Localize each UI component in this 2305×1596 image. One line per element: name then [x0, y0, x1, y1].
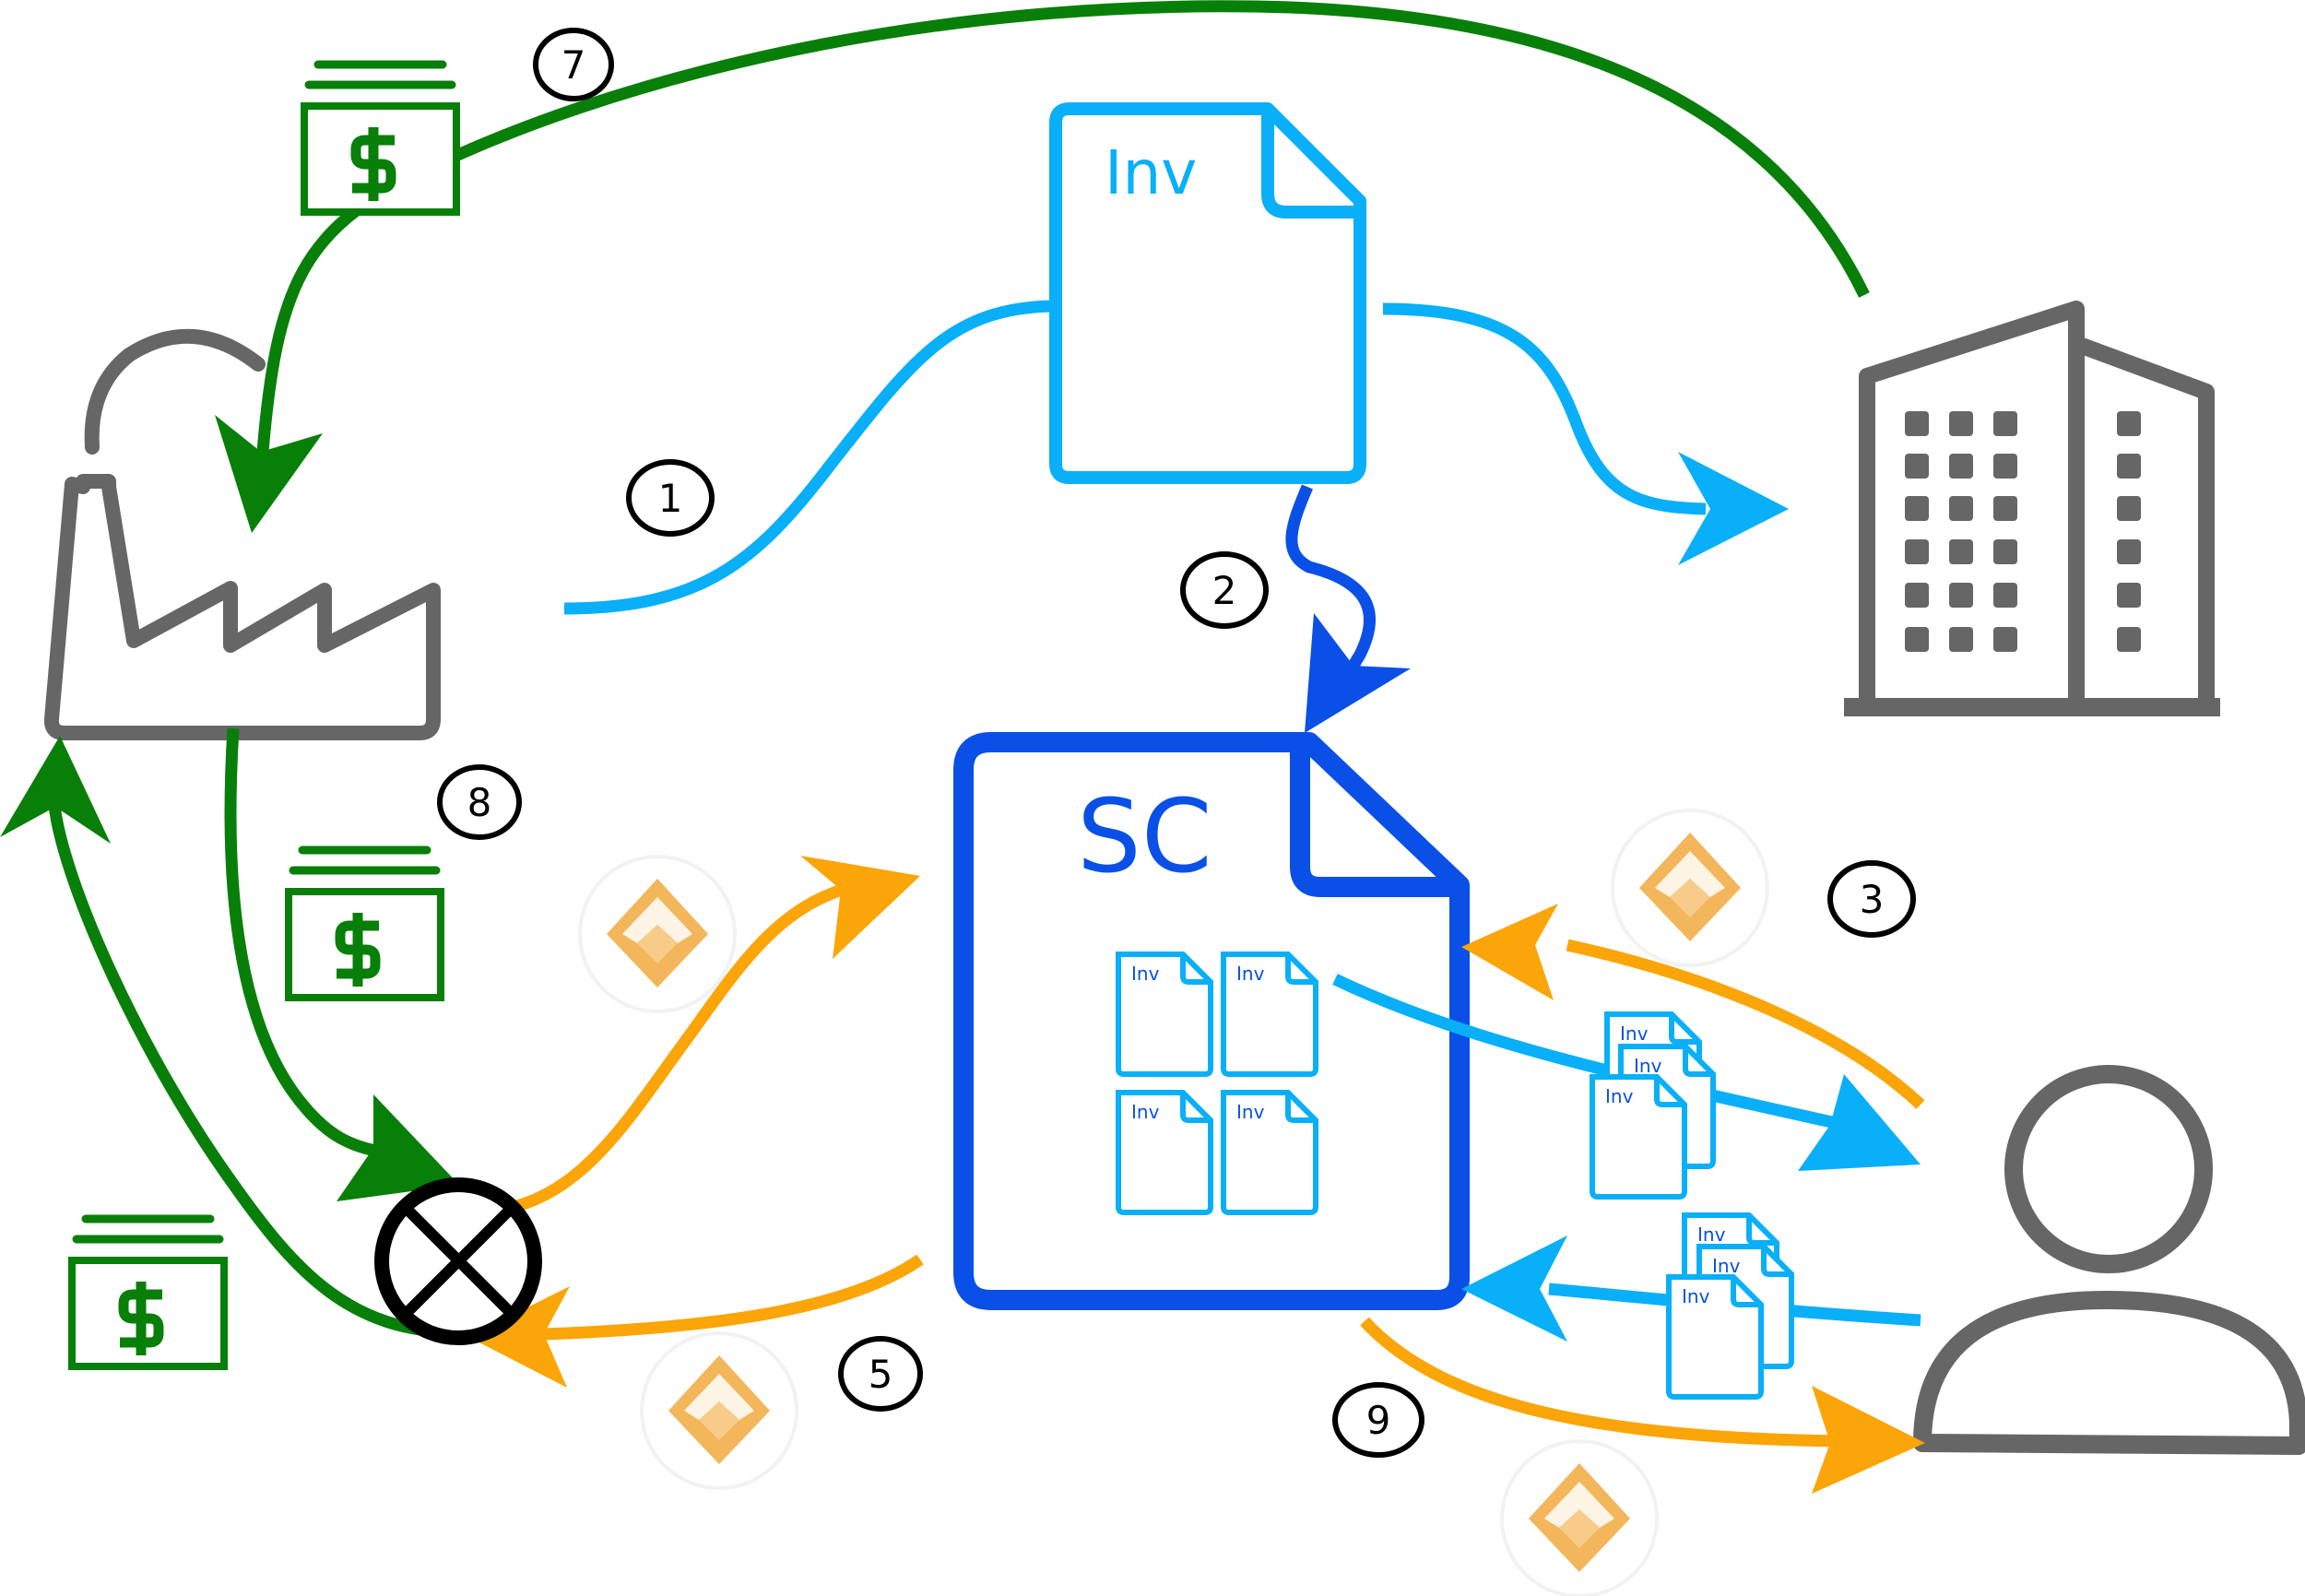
flow-supplier-to-exchange	[224, 727, 459, 1201]
invoice-bundle-upper: Inv Inv Inv	[1592, 1014, 1713, 1197]
step-number: 8	[467, 780, 492, 825]
invoice-label: Inv	[1105, 137, 1197, 208]
step-marker-5: 5	[838, 1336, 923, 1412]
flow-contract-pays-investor	[1360, 1317, 1925, 1494]
cash-icon	[72, 1219, 224, 1366]
step-marker-1: 1	[626, 459, 715, 537]
contract-invoice-label: Inv	[1236, 963, 1265, 985]
step-number: 9	[1366, 1398, 1391, 1443]
step-marker-7: 7	[533, 28, 614, 101]
invoice-bundle-lower: Inv Inv Inv	[1669, 1215, 1791, 1397]
flow-investor-funds-contract	[1461, 904, 1925, 1109]
contract-invoice-label: Inv	[1131, 1101, 1160, 1123]
token-icon	[578, 855, 737, 1013]
flow-buyer-pays-supplier	[215, 0, 1870, 533]
step-number: 7	[561, 42, 586, 88]
step-marker-8: 8	[437, 764, 522, 840]
bundle-invoice-label: Inv	[1620, 1023, 1649, 1045]
cash-icon	[304, 65, 456, 212]
contract-invoice-stack: Inv Inv Inv Inv	[1118, 954, 1316, 1212]
step-number: 2	[1212, 568, 1237, 613]
flow-contract-to-exchange	[468, 1254, 924, 1388]
token-icon	[1500, 1439, 1659, 1596]
contract-invoice-label: Inv	[1236, 1101, 1265, 1123]
bundle-invoice-label: Inv	[1605, 1085, 1634, 1107]
bundle-invoice-label: Inv	[1682, 1285, 1710, 1307]
token-icon	[640, 1331, 798, 1490]
invoice-icon: Inv	[1049, 102, 1366, 484]
flow-invoice-to-contract	[1285, 484, 1411, 733]
person-icon	[1913, 1065, 2305, 1455]
step-marker-3: 3	[1827, 860, 1916, 938]
step-number: 5	[869, 1352, 893, 1397]
step-number: 1	[658, 476, 683, 521]
flow-exchange-to-supplier	[0, 736, 459, 1339]
step-marker-9: 9	[1332, 1382, 1424, 1458]
office-building-icon	[1844, 301, 2220, 716]
contract-invoice-label: Inv	[1131, 963, 1160, 985]
smart-contract-label: SC	[1077, 777, 1212, 895]
bundle-invoice-label: Inv	[1712, 1255, 1741, 1277]
bundle-invoice-label: Inv	[1697, 1224, 1726, 1246]
flow-exchange-to-contract	[508, 856, 920, 1214]
flow-contract-invoices-to-investor	[1332, 974, 1921, 1171]
step-marker-2: 2	[1180, 551, 1269, 629]
bundle-invoice-label: Inv	[1634, 1055, 1662, 1077]
step-number: 3	[1860, 877, 1885, 922]
token-icon	[1611, 809, 1769, 967]
flow-issue-invoice	[563, 300, 1052, 615]
cash-icon	[289, 850, 441, 998]
exchange-cross-icon	[374, 1177, 542, 1345]
flow-invoice-to-buyer	[1382, 302, 1789, 565]
factory-icon	[43, 328, 441, 740]
